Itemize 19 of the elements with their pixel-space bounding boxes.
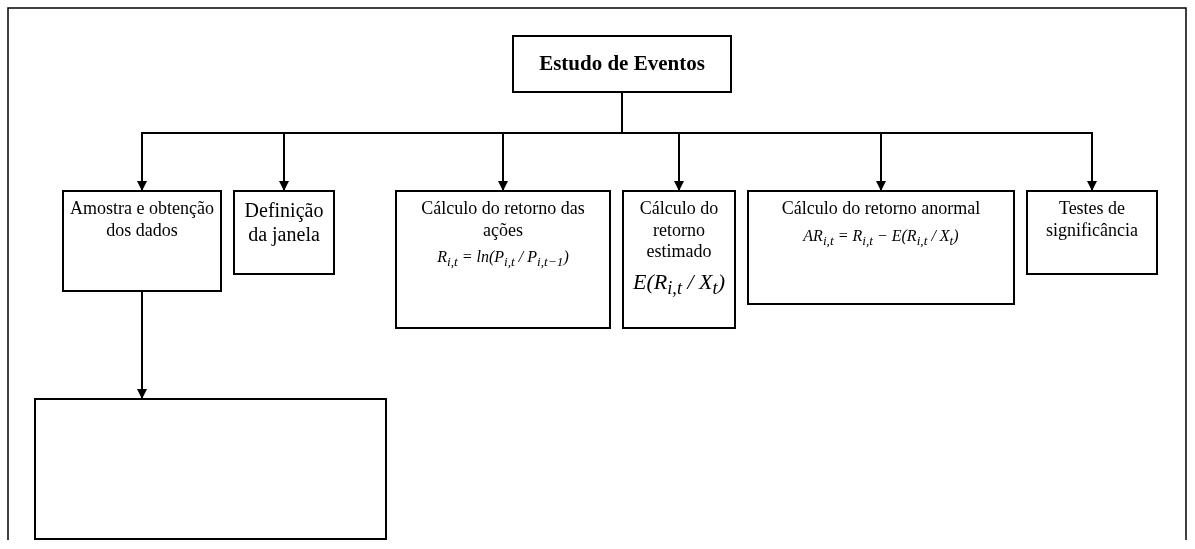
- step-label: Definição da janela: [243, 198, 325, 246]
- process-box: [1026, 190, 1158, 275]
- step-label: Amostra e obtenção dos dados: [70, 198, 214, 242]
- process-box: [747, 190, 1015, 305]
- arrow: [137, 291, 147, 399]
- process-box: [622, 190, 736, 329]
- formula: E(R$_{i,t}$ / X$_{t}$): [633, 268, 725, 301]
- formula: AR$_{i,t}$ = R$_{i,t}$ − E(R$_{i,t}$ / X$_{t}$): [803, 225, 959, 249]
- title: Estudo de Eventos: [539, 51, 705, 77]
- step-label: Testes de significância: [1045, 198, 1139, 242]
- step-label: Cálculo do retorno das ações: [420, 198, 586, 242]
- process-box: [62, 190, 222, 292]
- title-box: [512, 35, 732, 93]
- step-label: Cálculo do retorno estimado: [638, 198, 720, 263]
- process-box: [233, 190, 335, 275]
- formula: R$_{i,t}$ = ln(P$_{i,t}$ / P$_{i,t−1}$): [437, 247, 569, 271]
- step-label: Cálculo do retorno anormal: [781, 198, 981, 220]
- empty-box: [34, 398, 387, 540]
- process-box: [395, 190, 611, 329]
